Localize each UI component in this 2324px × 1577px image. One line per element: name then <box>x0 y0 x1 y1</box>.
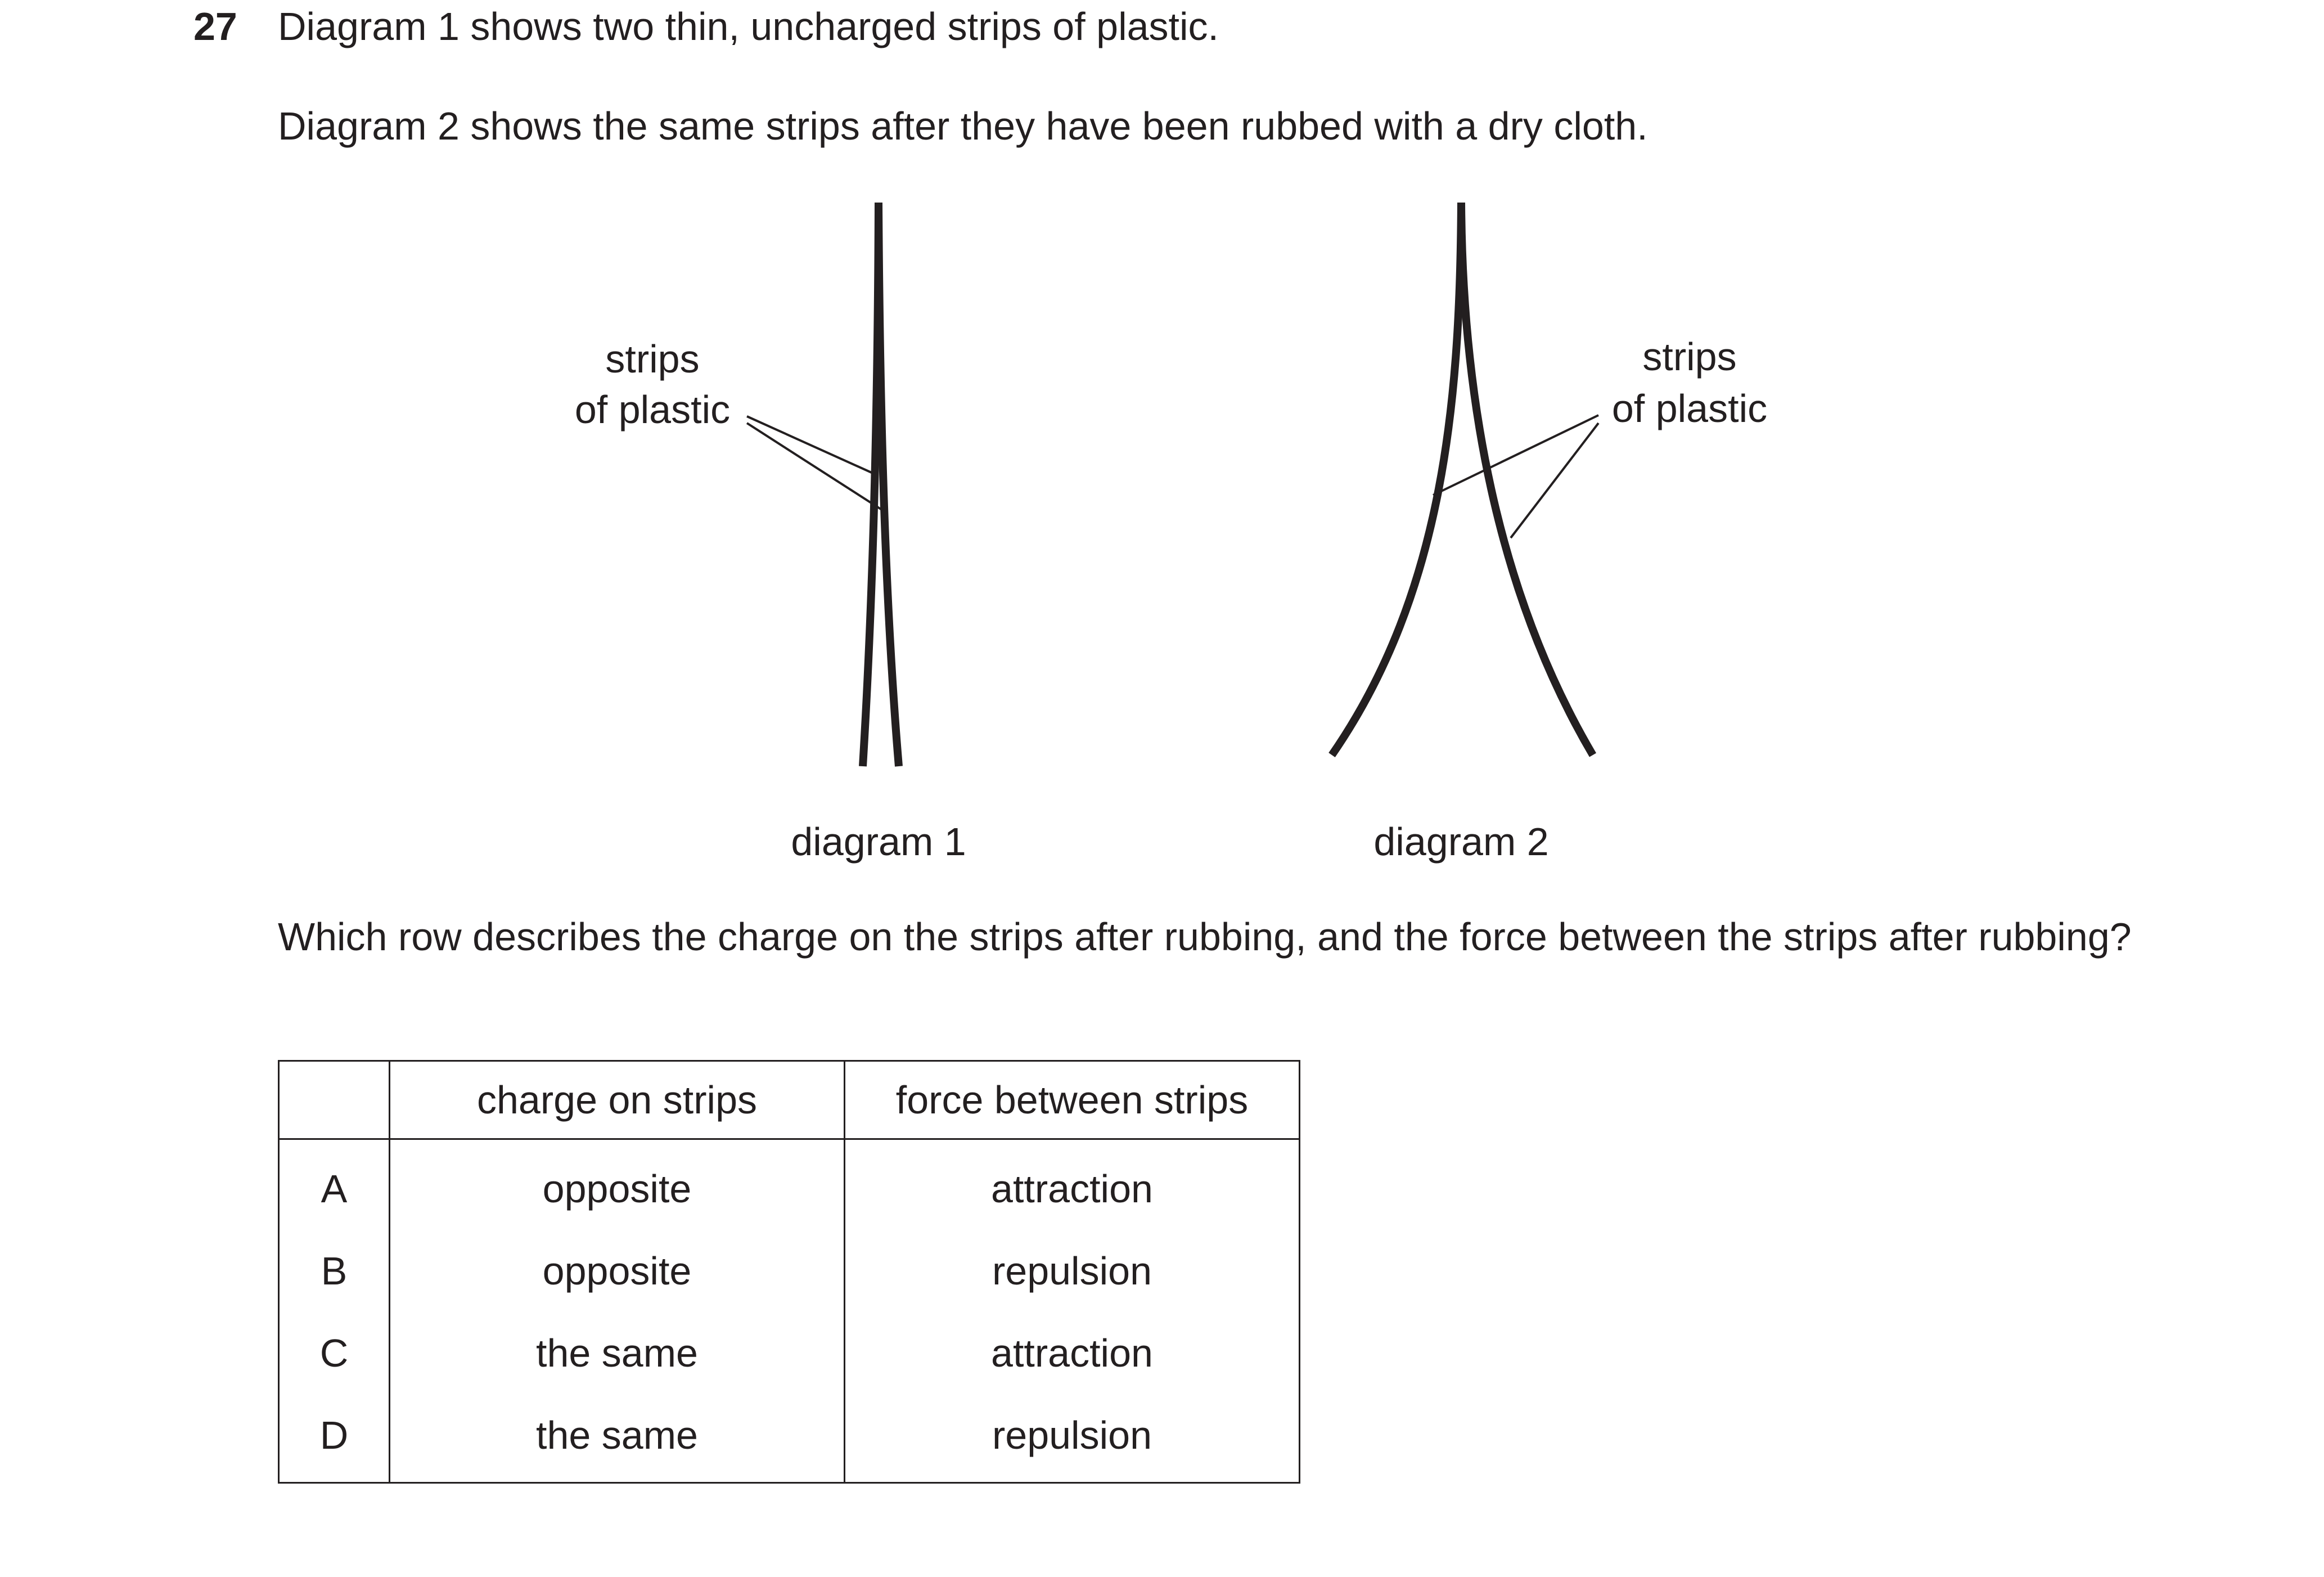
diagram-2-leader-line-2 <box>1510 422 1600 539</box>
row-force: repulsion <box>844 1394 1300 1484</box>
diagram-2-label-line-2: of plastic <box>1612 387 1767 430</box>
answer-table-header-row: charge on strips force between strips <box>278 1060 1300 1140</box>
intro-line-1: Diagram 1 shows two thin, uncharged stri… <box>278 5 1219 48</box>
row-force: attraction <box>844 1139 1300 1230</box>
diagram-1-label-line-2: of plastic <box>575 388 730 432</box>
diagram-2-caption: diagram 2 <box>1373 820 1548 864</box>
diagram-2-leader-line-1 <box>1433 414 1599 496</box>
header-letter-cell <box>278 1060 390 1140</box>
answer-table: charge on strips force between strips A … <box>278 1060 1300 1484</box>
diagram-1-strip-right <box>875 202 903 767</box>
question-prompt: Which row describes the charge on the st… <box>278 915 2132 959</box>
diagram-1: strips of plastic diagram 1 <box>575 202 966 864</box>
row-charge: the same <box>389 1312 845 1394</box>
question-number: 27 <box>193 5 237 48</box>
intro-line-2: Diagram 2 shows the same strips after th… <box>278 104 1648 148</box>
diagram-1-caption: diagram 1 <box>791 820 966 864</box>
row-charge: opposite <box>389 1230 845 1312</box>
row-force: attraction <box>844 1312 1300 1394</box>
header-force: force between strips <box>844 1060 1300 1140</box>
row-letter: A <box>278 1139 390 1230</box>
row-letter: C <box>278 1312 390 1394</box>
row-force: repulsion <box>844 1230 1300 1312</box>
answer-row-d[interactable]: D the same repulsion <box>278 1394 1300 1484</box>
row-letter: D <box>278 1394 390 1484</box>
diagram-1-leader-line-2 <box>746 422 886 513</box>
row-charge: the same <box>389 1394 845 1484</box>
diagram-1-leader-line-1 <box>746 415 875 475</box>
row-letter: B <box>278 1230 390 1312</box>
diagram-2-label-line-1: strips <box>1642 335 1736 379</box>
answer-row-a[interactable]: A opposite attraction <box>278 1139 1300 1230</box>
answer-row-b[interactable]: B opposite repulsion <box>278 1230 1300 1312</box>
answer-row-c[interactable]: C the same attraction <box>278 1312 1300 1394</box>
diagram-2: strips of plastic diagram 2 <box>1328 202 1767 864</box>
diagrams-figure: strips of plastic diagram 1 strips of pl… <box>575 202 1767 864</box>
diagram-2-strip-right <box>1457 202 1597 757</box>
diagram-1-label-line-1: strips <box>605 337 699 381</box>
row-charge: opposite <box>389 1139 845 1230</box>
diagram-2-strip-left <box>1328 202 1465 757</box>
header-charge: charge on strips <box>389 1060 845 1140</box>
